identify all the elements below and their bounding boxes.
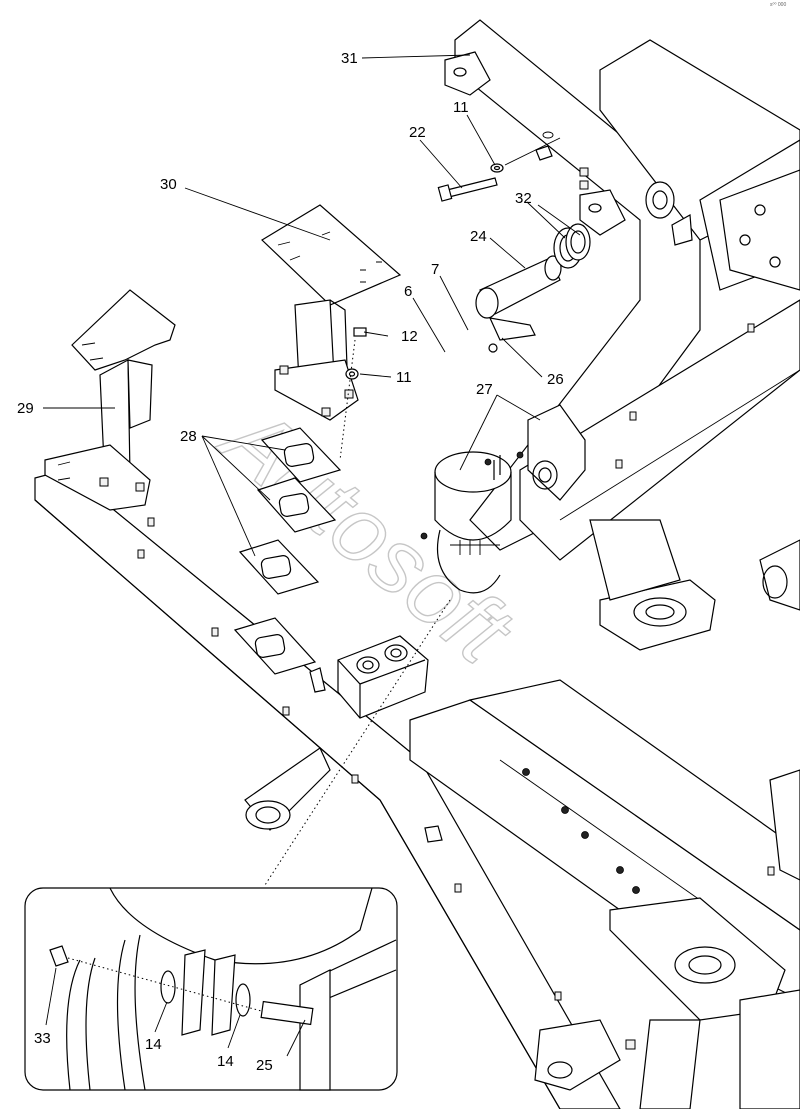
callout-14-right: 14 bbox=[217, 1053, 234, 1070]
callout-24: 24 bbox=[470, 228, 487, 245]
callout-26: 26 bbox=[547, 371, 564, 388]
leader-lines bbox=[43, 54, 581, 1057]
callout-14-left: 14 bbox=[145, 1036, 162, 1053]
pivot-pin bbox=[475, 223, 591, 353]
pivot-clamp-assembly bbox=[420, 404, 586, 594]
front-lug bbox=[244, 747, 331, 831]
callout-32: 32 bbox=[515, 190, 532, 207]
mount-block bbox=[337, 635, 429, 719]
callout-12: 12 bbox=[401, 328, 418, 345]
callout-11-upper: 11 bbox=[453, 99, 469, 116]
beam-bolts bbox=[137, 517, 562, 1001]
callout-25: 25 bbox=[256, 1057, 273, 1074]
lower-cross-frame bbox=[409, 679, 800, 1109]
callout-7: 7 bbox=[431, 261, 439, 278]
callout-22: 22 bbox=[409, 124, 426, 141]
callout-28: 28 bbox=[180, 428, 197, 445]
detail-inset bbox=[24, 887, 398, 1091]
rear-frame bbox=[454, 19, 800, 651]
main-frame-beam bbox=[34, 469, 621, 1109]
callout-6: 6 bbox=[404, 283, 412, 300]
callout-31: 31 bbox=[341, 50, 358, 67]
support-stand-30 bbox=[261, 204, 402, 421]
upper-bracket bbox=[444, 51, 693, 246]
gaskets-28 bbox=[233, 427, 342, 693]
callout-29: 29 bbox=[17, 400, 34, 417]
callout-30: 30 bbox=[160, 176, 177, 193]
support-stand-29 bbox=[44, 289, 176, 511]
corner-code: s⁰⁰ 000 bbox=[770, 2, 786, 8]
callouts: 31 11 22 30 32 24 7 6 12 11 26 29 27 28 … bbox=[17, 50, 564, 1074]
callout-27: 27 bbox=[476, 381, 493, 398]
upper-fasteners bbox=[437, 131, 561, 202]
callout-33: 33 bbox=[34, 1030, 51, 1047]
callout-11-lower: 11 bbox=[396, 369, 412, 386]
